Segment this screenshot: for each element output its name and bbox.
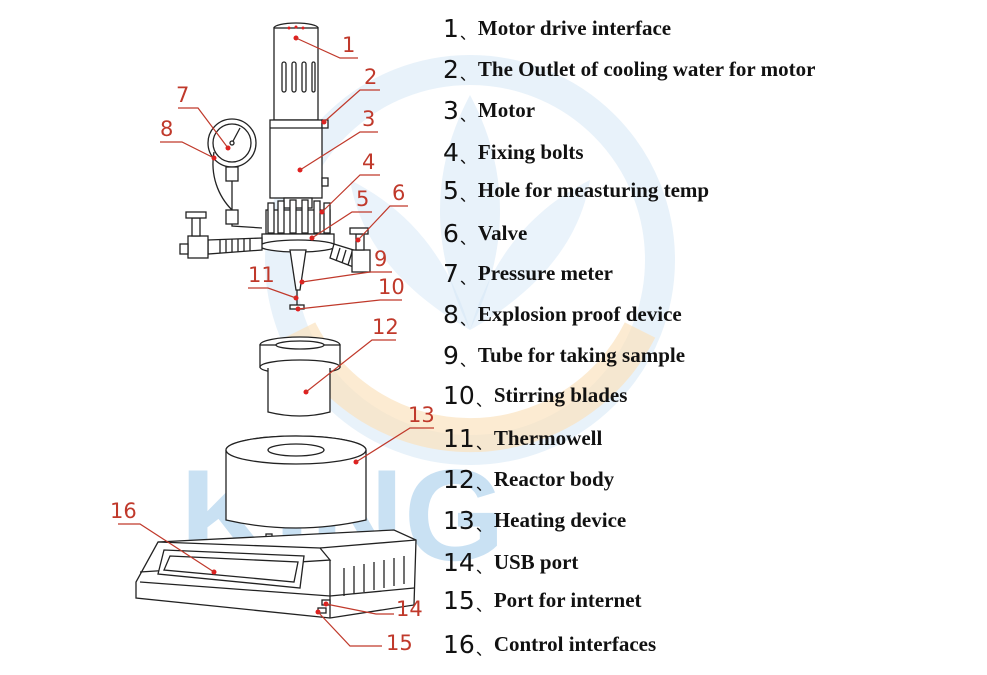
pressure-gauge [207,118,263,229]
callout-10: 10 [378,275,405,299]
motor [269,22,329,209]
callout-12: 12 [372,315,399,339]
callout-15: 15 [386,631,413,655]
left-valve-assembly [179,211,263,259]
right-valve-assembly [329,227,371,273]
heating-device [225,435,367,543]
callout-8: 8 [160,117,173,141]
callout-16: 16 [110,499,137,523]
callout-9: 9 [374,247,387,271]
callout-4: 4 [362,150,375,174]
callout-5: 5 [356,187,369,211]
callout-11: 11 [248,263,275,287]
callout-1: 1 [342,33,355,57]
callout-6: 6 [392,181,405,205]
callout-14: 14 [396,597,423,621]
reactor-body [259,336,341,417]
callouts: 1 2 3 4 5 6 7 8 9 10 11 12 [110,33,435,655]
callout-2: 2 [364,65,377,89]
controller-base [135,529,417,619]
callout-13: 13 [408,403,435,427]
callout-7: 7 [176,83,189,107]
callout-3: 3 [362,107,375,131]
